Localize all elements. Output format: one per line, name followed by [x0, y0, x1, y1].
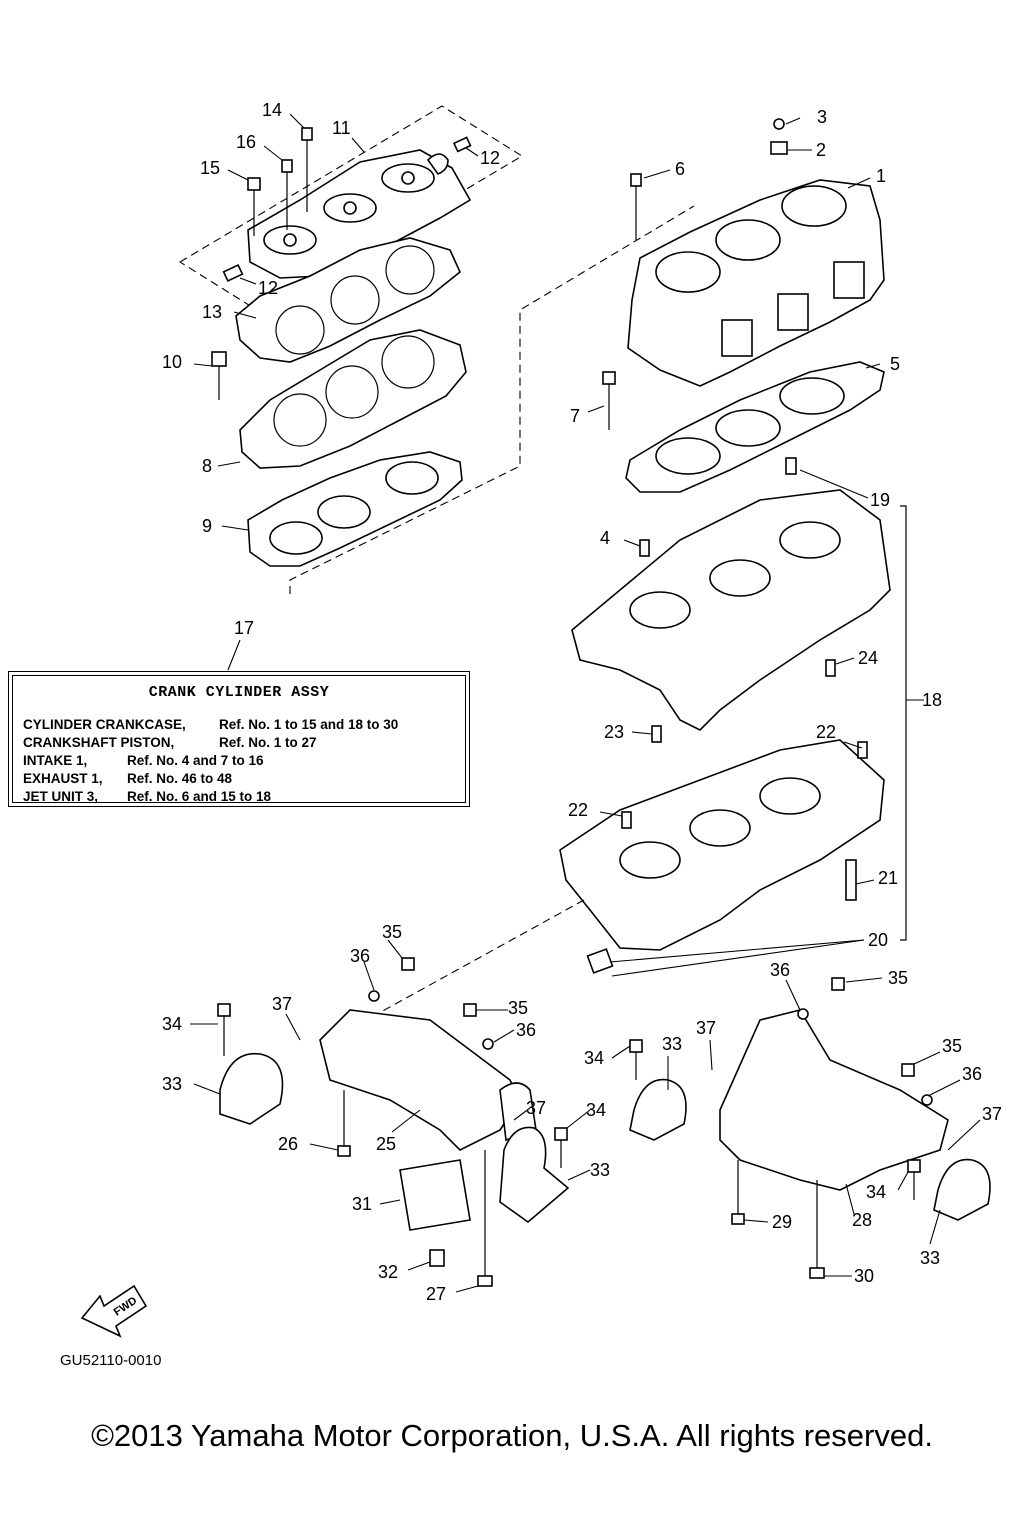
- legend-row-ref: Ref. No. 1 to 15 and 18 to 30: [219, 717, 399, 732]
- leader-lines: [190, 113, 981, 1293]
- callout-18: 18: [922, 690, 942, 710]
- legend-row-label: CYLINDER CRANKCASE,: [23, 717, 186, 732]
- callout-30: 30: [854, 1266, 874, 1286]
- cover-gasket-13: [235, 237, 461, 363]
- legend-row: JET UNIT 3, Ref. No. 6 and 15 to 18: [23, 788, 398, 806]
- assembly-legend-box: CRANK CYLINDER ASSY CYLINDER CRANKCASE, R…: [8, 671, 470, 807]
- callout-34-d: 34: [866, 1182, 886, 1202]
- lower-crankcase: [559, 739, 885, 974]
- callout-33-b: 33: [590, 1160, 610, 1180]
- base-gasket-5: [602, 361, 885, 493]
- callout-33-c: 33: [662, 1034, 682, 1054]
- callout-33-d: 33: [920, 1248, 940, 1268]
- callout-15: 15: [200, 158, 220, 178]
- callout-35-c: 35: [888, 968, 908, 988]
- callout-numbers: 3 2 1 6 5 7 4 19 24 23 18 22 22 21 20 14…: [162, 100, 1002, 1304]
- callout-31: 31: [352, 1194, 372, 1214]
- callout-12-lower: 12: [258, 278, 278, 298]
- left-engine-mount-25: [217, 957, 570, 1287]
- legend-row: CRANKSHAFT PISTON, Ref. No. 1 to 27: [23, 734, 398, 752]
- legend-row-label: CRANKSHAFT PISTON,: [23, 735, 175, 750]
- legend-inner-frame: CRANK CYLINDER ASSY CYLINDER CRANKCASE, R…: [12, 675, 466, 806]
- callout-34-c: 34: [584, 1048, 604, 1068]
- diagram-code: GU52110-0010: [60, 1352, 162, 1369]
- legend-row-ref: Ref. No. 6 and 15 to 18: [127, 789, 272, 804]
- legend-row: CYLINDER CRANKCASE, Ref. No. 1 to 15 and …: [23, 716, 398, 734]
- callout-21: 21: [878, 868, 898, 888]
- callout-35-a: 35: [382, 922, 402, 942]
- callout-11: 11: [332, 118, 351, 138]
- legend-row-ref: Ref. No. 4 and 7 to 16: [127, 753, 264, 768]
- callout-2: 2: [816, 140, 826, 160]
- right-engine-mount-28: [629, 977, 991, 1279]
- callout-16: 16: [236, 132, 256, 152]
- copyright-notice: ©2013 Yamaha Motor Corporation, U.S.A. A…: [91, 1418, 933, 1453]
- callout-5: 5: [890, 354, 900, 374]
- callout-24: 24: [858, 648, 878, 668]
- upper-crankcase: [571, 457, 891, 743]
- legend-row-ref: Ref. No. 46 to 48: [127, 771, 233, 786]
- callout-37-c: 37: [696, 1018, 716, 1038]
- callout-4: 4: [600, 528, 610, 548]
- callout-1: 1: [876, 166, 886, 186]
- head-gasket-9: [247, 451, 463, 567]
- legend-row-label: JET UNIT 3,: [23, 789, 99, 804]
- callout-37-a: 37: [272, 994, 292, 1014]
- callout-33-a: 33: [162, 1074, 182, 1094]
- cylinder-block-1: [627, 118, 885, 387]
- callout-17: 17: [234, 618, 254, 638]
- callout-36-c: 36: [770, 960, 790, 980]
- callout-35-d: 35: [942, 1036, 962, 1056]
- callout-22-lower: 22: [568, 800, 588, 820]
- callout-19: 19: [870, 490, 890, 510]
- callout-3: 3: [817, 107, 827, 127]
- legend-row: INTAKE 1, Ref. No. 4 and 7 to 16: [23, 752, 398, 770]
- callout-32: 32: [378, 1262, 398, 1282]
- callout-37-b: 37: [526, 1098, 546, 1118]
- legend-row-label: EXHAUST 1,: [23, 771, 103, 786]
- cylinder-head-cover-group: [178, 105, 524, 313]
- callout-35-b: 35: [508, 998, 528, 1018]
- callout-14: 14: [262, 100, 282, 120]
- callout-20: 20: [868, 930, 888, 950]
- callout-36-a: 36: [350, 946, 370, 966]
- callout-8: 8: [202, 456, 212, 476]
- callout-36-d: 36: [962, 1064, 982, 1084]
- legend-title: CRANK CYLINDER ASSY: [148, 684, 330, 701]
- legend-row-ref: Ref. No. 1 to 27: [219, 735, 317, 750]
- callout-34-a: 34: [162, 1014, 182, 1034]
- cylinder-head-8: [211, 329, 467, 469]
- callout-29: 29: [772, 1212, 792, 1232]
- callout-34-b: 34: [586, 1100, 606, 1120]
- callout-7: 7: [570, 406, 580, 426]
- callout-6: 6: [675, 159, 685, 179]
- legend-row-label: INTAKE 1,: [23, 753, 88, 768]
- callout-13: 13: [202, 302, 222, 322]
- callout-27: 27: [426, 1284, 446, 1304]
- callout-12-upper: 12: [480, 148, 500, 168]
- callout-10: 10: [162, 352, 182, 372]
- callout-23: 23: [604, 722, 624, 742]
- callout-9: 9: [202, 516, 212, 536]
- fwd-arrow-icon: FWD: [80, 1284, 148, 1338]
- callout-28: 28: [852, 1210, 872, 1230]
- legend-rows: CYLINDER CRANKCASE, Ref. No. 1 to 15 and …: [23, 716, 398, 806]
- callout-37-d: 37: [982, 1104, 1002, 1124]
- callout-22-upper: 22: [816, 722, 836, 742]
- callout-26: 26: [278, 1134, 298, 1154]
- callout-25: 25: [376, 1134, 396, 1154]
- legend-row: EXHAUST 1, Ref. No. 46 to 48: [23, 770, 398, 788]
- callout-36-b: 36: [516, 1020, 536, 1040]
